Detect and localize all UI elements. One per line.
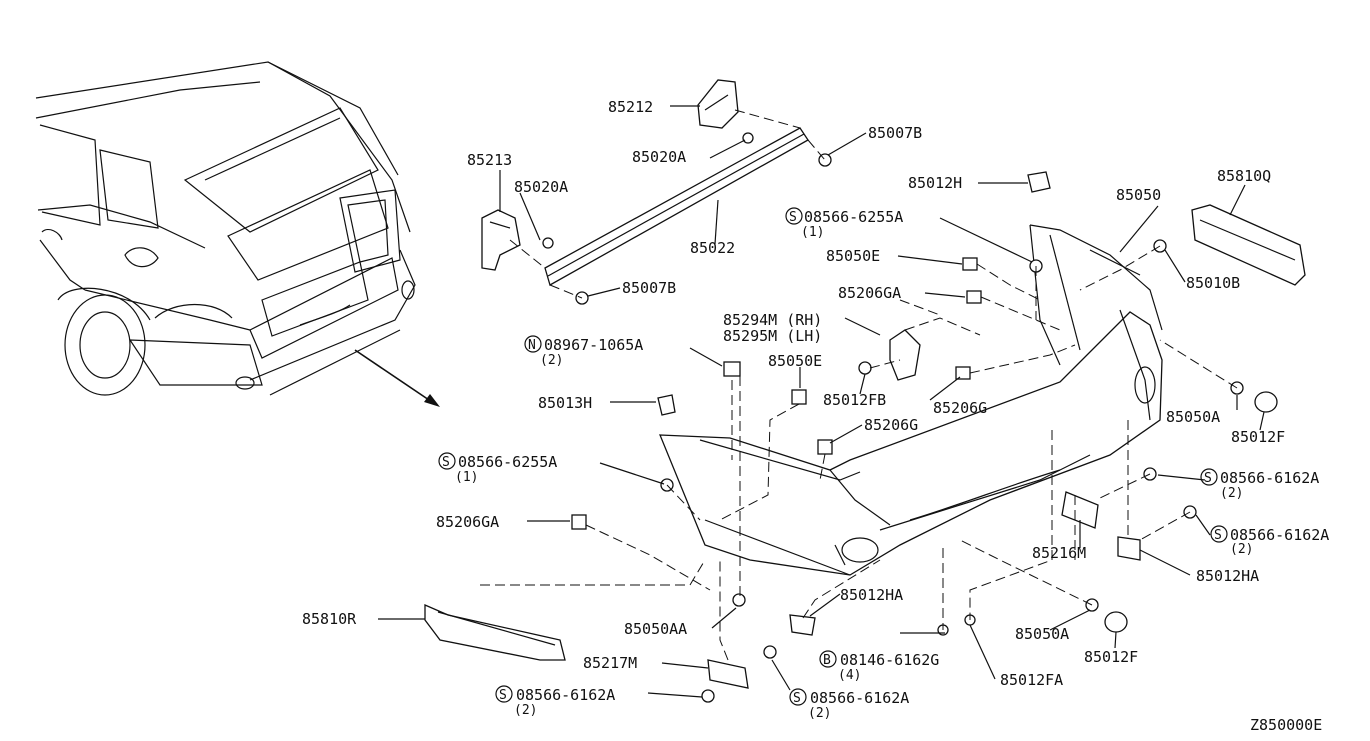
part-label-85010b: 85010B (1186, 274, 1240, 292)
bumper-fascia (659, 224, 1163, 576)
callout-screw-08566-6162a: S 08566-6162A (2) (789, 688, 909, 721)
part-label-85050a: 85050A (1166, 408, 1220, 426)
part-label-85007b: 85007B (622, 279, 676, 297)
reinforcement-assembly (481, 79, 832, 305)
svg-text:B: B (823, 653, 831, 668)
svg-text:08967-1065A: 08967-1065A (544, 336, 643, 354)
part-label-85022: 85022 (690, 239, 735, 257)
svg-text:(1): (1) (455, 470, 478, 485)
svg-text:(4): (4) (838, 668, 861, 683)
diagram-id: Z850000E (1250, 716, 1322, 734)
part-label-85050aa: 85050AA (624, 620, 687, 638)
callout-screw-08566-6255a: S 08566-6255A (1) (438, 452, 557, 485)
part-label-85206ga: 85206GA (838, 284, 901, 302)
part-label-85050a: 85050A (1015, 625, 1069, 643)
part-label-85810q: 85810Q (1217, 167, 1271, 185)
leader-lines (378, 105, 1265, 698)
part-label-85007b: 85007B (868, 124, 922, 142)
part-label-85020a: 85020A (514, 178, 568, 196)
svg-text:08566-6162A: 08566-6162A (810, 689, 909, 707)
svg-text:08566-6162A: 08566-6162A (1220, 469, 1319, 487)
svg-text:(2): (2) (514, 703, 537, 718)
assembly-lines (480, 245, 1238, 661)
svg-text:08566-6162A: 08566-6162A (516, 686, 615, 704)
part-label-85012h: 85012H (908, 174, 962, 192)
part-label-85020a: 85020A (632, 148, 686, 166)
svg-text:08566-6255A: 08566-6255A (458, 453, 557, 471)
svg-text:(1): (1) (801, 225, 824, 240)
callout-bolt-08146-6162g: B 08146-6162G (4) (819, 650, 939, 683)
svg-text:08566-6255A: 08566-6255A (804, 208, 903, 226)
svg-text:(2): (2) (1230, 542, 1253, 557)
svg-text:S: S (793, 691, 801, 706)
part-label-85212: 85212 (608, 98, 653, 116)
part-label-85294m: 85294M (RH) (723, 311, 822, 329)
svg-text:(2): (2) (1220, 486, 1243, 501)
svg-text:(2): (2) (808, 706, 831, 721)
part-label-85013h: 85013H (538, 394, 592, 412)
part-label-85213: 85213 (467, 151, 512, 169)
svg-text:S: S (1204, 471, 1212, 486)
svg-text:(2): (2) (540, 353, 563, 368)
part-label-85012ha: 85012HA (840, 586, 903, 604)
vehicle-illustration (35, 61, 440, 407)
part-label-85216m: 85216M (1032, 544, 1086, 562)
svg-text:S: S (499, 688, 507, 703)
part-label-85206ga: 85206GA (436, 513, 499, 531)
part-label-85012fb: 85012FB (823, 391, 886, 409)
part-label-85012f: 85012F (1231, 428, 1285, 446)
part-label-85050e: 85050E (826, 247, 880, 265)
part-label-85217m: 85217M (583, 654, 637, 672)
svg-text:S: S (442, 455, 450, 470)
part-label-85050e: 85050E (768, 352, 822, 370)
part-label-85012fa: 85012FA (1000, 671, 1063, 689)
callout-screw-08566-6162a: S 08566-6162A (2) (1200, 468, 1319, 501)
part-label-85012ha: 85012HA (1196, 567, 1259, 585)
part-label-85810r: 85810R (302, 610, 357, 628)
svg-text:08146-6162G: 08146-6162G (840, 651, 939, 669)
svg-text:S: S (789, 210, 797, 225)
callout-screw-08566-6255a: S 08566-6255A (1) (785, 207, 903, 240)
svg-text:N: N (528, 338, 536, 353)
callout-nut-08967-1065a: N 08967-1065A (2) (524, 335, 643, 368)
callout-screw-08566-6162a: S 08566-6162A (2) (1210, 525, 1329, 557)
callout-screw-08566-6162a: S 08566-6162A (2) (495, 685, 615, 718)
callout-labels: 85212 85213 85020A 85020A 85007B 85007B … (302, 98, 1329, 734)
svg-text:S: S (1214, 528, 1222, 543)
part-label-85050: 85050 (1116, 186, 1161, 204)
part-label-85012f: 85012F (1084, 648, 1138, 666)
part-label-85295m: 85295M (LH) (723, 327, 822, 345)
part-label-85206g: 85206G (933, 399, 987, 417)
part-label-85206g: 85206G (864, 416, 918, 434)
svg-text:08566-6162A: 08566-6162A (1230, 526, 1329, 544)
